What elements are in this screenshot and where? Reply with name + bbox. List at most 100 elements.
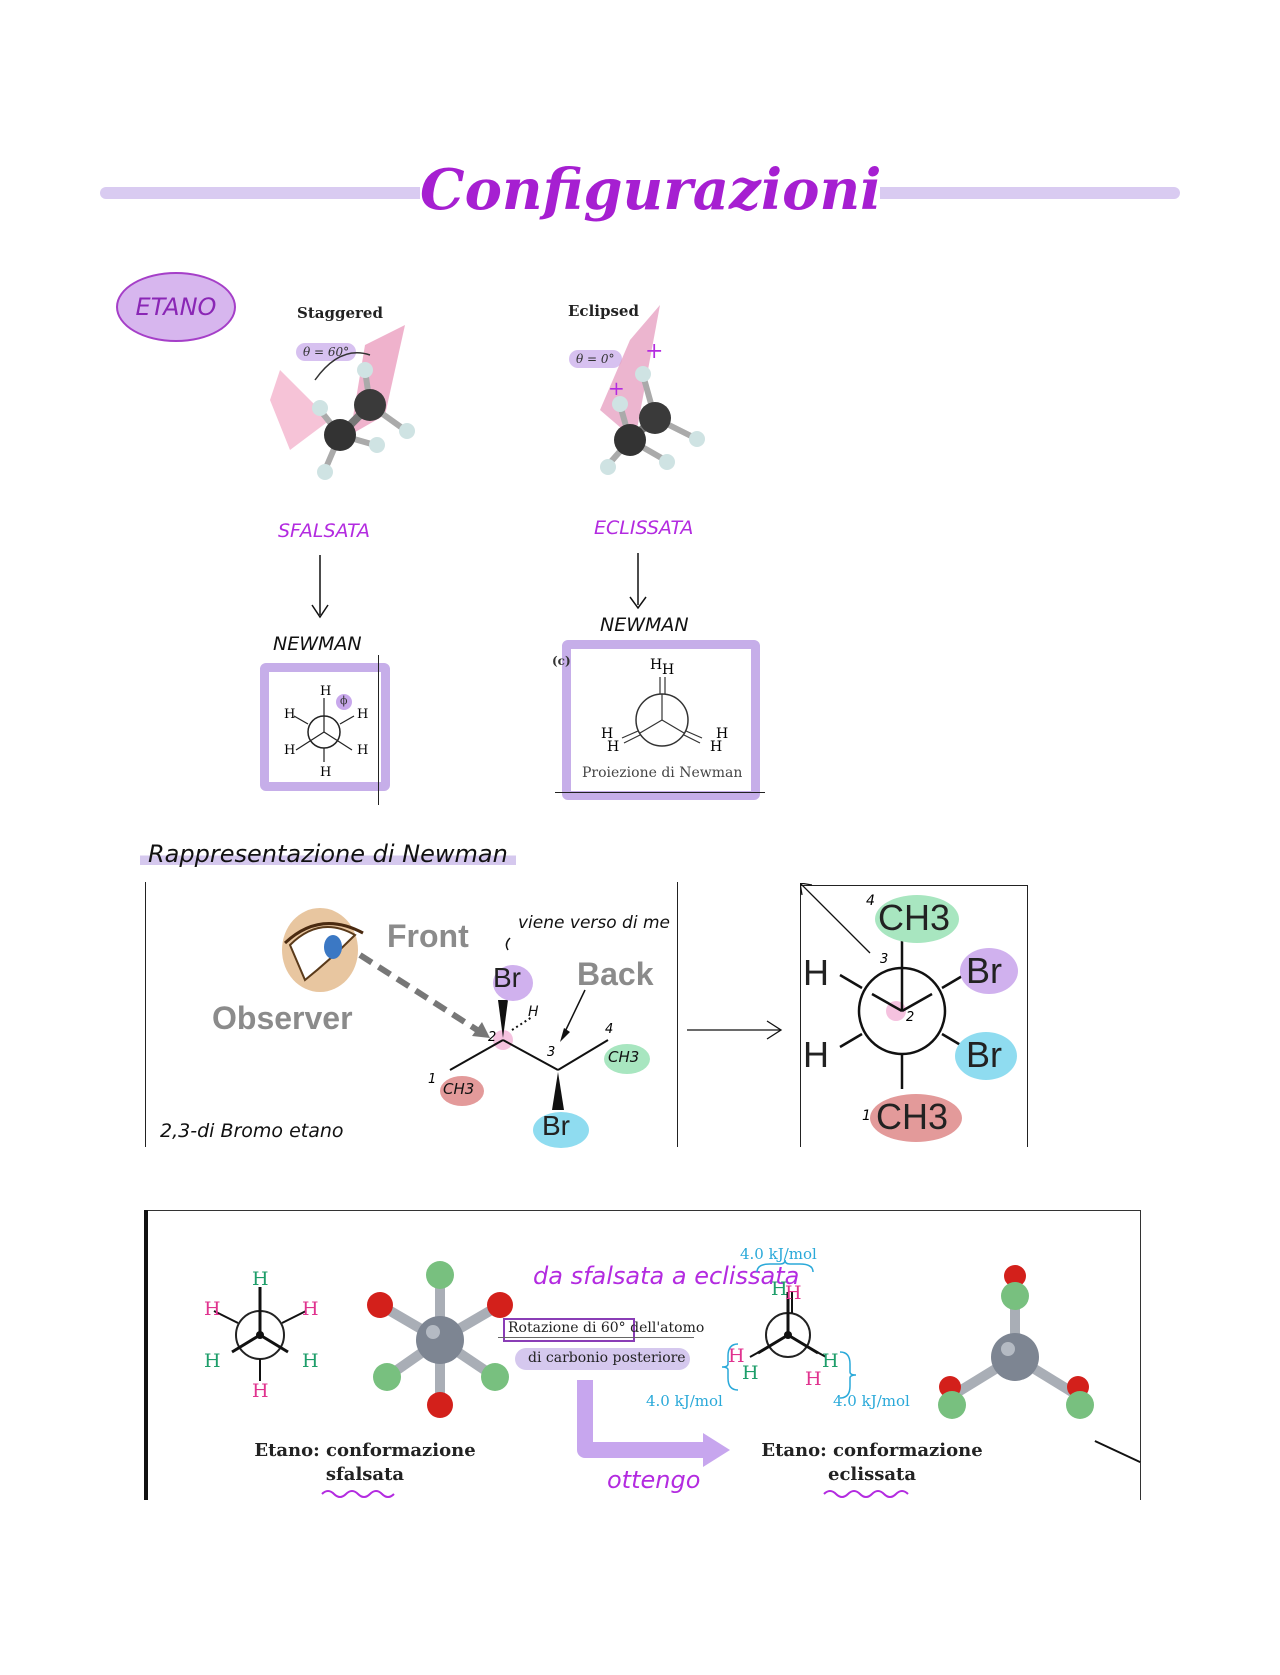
handwritten-direction-note: da sfalsata a eclissata — [533, 1262, 800, 1290]
highlight-green — [604, 1044, 650, 1074]
eclipsed-atom-left-b: H — [607, 739, 620, 755]
eclipsed-atom-right-a: H — [716, 726, 729, 742]
eclipsed-h-right-a: H — [822, 1350, 839, 1372]
energy-top: 4.0 kJ/mol — [740, 1245, 817, 1263]
brace-right — [839, 1351, 857, 1399]
rotation-highlight-box — [503, 1318, 635, 1342]
down-arrow-icon — [629, 553, 647, 610]
brace-top — [756, 1260, 814, 1273]
ottengo-label: ottengo — [607, 1466, 701, 1494]
brace-left — [721, 1343, 739, 1391]
squiggle-underline — [823, 1490, 909, 1498]
eclipsed-theta: θ = 0° — [569, 350, 622, 368]
staggered-italian-label: SFALSATA — [278, 520, 370, 542]
highlight-purple — [960, 948, 1018, 994]
sawhorse-diagram — [358, 937, 609, 1110]
staggered-atom-upper-left: H — [284, 707, 296, 722]
rotation-arrow-line — [498, 1337, 694, 1338]
eclipsed-caption-line1: Etano: conformazione — [761, 1440, 983, 1461]
staggered-h-upper-left: H — [204, 1298, 221, 1320]
br-bottom-label: Br — [542, 1110, 570, 1141]
staggered-atom-lower-right: H — [357, 743, 369, 758]
observer-label: Observer — [212, 1000, 353, 1036]
eclipsed-h-left-a: H — [728, 1345, 745, 1367]
section-top-border — [148, 1210, 1140, 1211]
back-label: Back — [577, 956, 654, 992]
staggered-atom-bottom: H — [320, 765, 332, 780]
highlight-red — [440, 1076, 484, 1106]
down-arrow-icon — [311, 555, 329, 619]
staggered-h-lower-left: H — [204, 1350, 221, 1372]
right-arrow-icon — [687, 1020, 783, 1040]
rotation-text-line1: Rotazione di 60° dell'atomo — [508, 1320, 705, 1336]
highlight-purple — [493, 965, 533, 1001]
eclipsed-h-right-b: H — [805, 1368, 822, 1390]
eclipsed-atom-top-b: H — [662, 662, 675, 678]
staggered-h-lower-right: H — [302, 1350, 319, 1372]
staggered-caption-line1: Etano: conformazione — [254, 1440, 476, 1461]
eclipsed-italian-label: ECLISSATA — [594, 517, 694, 539]
etano-badge: ETANO — [116, 272, 236, 342]
newman-projection-frame — [800, 885, 1028, 1147]
page-title: Configurazioni — [420, 150, 881, 230]
svg-text:+: + — [645, 339, 663, 364]
staggered-h-bottom: H — [252, 1380, 269, 1402]
section-left-border — [144, 1210, 148, 1500]
purple-arrow-icon — [577, 1380, 730, 1467]
staggered-atom-top: H — [320, 684, 332, 699]
br-top-label: Br — [493, 962, 521, 993]
eclipsed-atom-left-a: H — [601, 726, 614, 742]
br-right-bottom-label: Br — [966, 1034, 1002, 1075]
eclipsed-atom-top-a: H — [650, 657, 663, 673]
staggered-h-upper-right: H — [302, 1298, 319, 1320]
eclipsed-caption-line2: eclissata — [828, 1464, 916, 1485]
staggered-atom-upper-right: H — [357, 707, 369, 722]
eclipsed-h-top-a: H — [771, 1278, 788, 1300]
h-wedge-label: H — [528, 1004, 539, 1020]
ch3-bottom-label: CH3 — [876, 1096, 949, 1137]
rotation-highlight — [515, 1348, 690, 1370]
energy-right: 4.0 kJ/mol — [833, 1392, 910, 1410]
eclipsed-newman-projection — [749, 1292, 827, 1358]
position-number-3: 3 — [880, 952, 889, 967]
phi-symbol: ϕ — [340, 694, 348, 707]
h-left-top-label: H — [803, 952, 829, 993]
divider-line — [1094, 1440, 1141, 1463]
position-number-4: 4 — [866, 893, 875, 909]
position-number-2: 2 — [906, 1010, 915, 1025]
note-viene-verso-di-me: viene verso di me — [518, 913, 670, 933]
compound-name: 2,3-di Bromo etano — [160, 1120, 344, 1142]
highlight-blue — [533, 1112, 589, 1148]
eclipsed-newman-projection — [621, 677, 703, 747]
eclipsed-h-left-b: H — [742, 1362, 759, 1384]
divider-line — [677, 882, 678, 1147]
staggered-newman-projection — [293, 694, 355, 762]
h-left-bottom-label: H — [803, 1034, 829, 1075]
eclipsed-3d-model: + + — [600, 305, 705, 475]
divider-line — [378, 655, 379, 805]
staggered-newman-projection — [213, 1287, 307, 1381]
staggered-h-top: H — [252, 1268, 269, 1290]
carbon-number-2: 2 — [488, 1030, 497, 1045]
position-number-1: 1 — [862, 1108, 871, 1124]
divider-line — [555, 792, 765, 793]
highlight-green — [875, 895, 959, 943]
svg-text:+: + — [608, 376, 625, 400]
eye-icon — [282, 908, 364, 992]
section-heading-newman: Rappresentazione di Newman — [140, 840, 516, 868]
section-right-border — [1140, 1210, 1141, 1500]
staggered-3d-model — [270, 325, 415, 480]
staggered-atom-lower-left: H — [284, 743, 296, 758]
ch3-left-label: CH3 — [443, 1080, 475, 1098]
front-label: Front — [387, 918, 469, 954]
staggered-caption-line2: sfalsata — [325, 1464, 405, 1485]
carbon-number-3: 3 — [547, 1045, 556, 1060]
ch3-top-label: CH3 — [878, 897, 951, 938]
eclipsed-caption: Proiezione di Newman — [582, 765, 743, 781]
eclipsed-newman-label: NEWMAN — [600, 614, 689, 636]
staggered-newman-label: NEWMAN — [273, 633, 362, 655]
highlight-blue — [955, 1032, 1017, 1080]
carbon-number-4: 4 — [605, 1022, 614, 1037]
eclipsed-atom-right-b: H — [710, 739, 723, 755]
divider-line — [145, 882, 146, 1147]
